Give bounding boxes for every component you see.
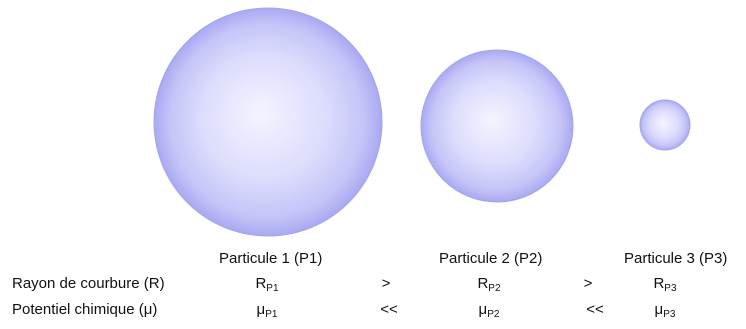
- particle-3-label: Particule 3 (P3): [624, 250, 728, 267]
- radius-p3: RP3: [653, 275, 677, 294]
- potential-relation-2: <<: [586, 301, 604, 318]
- particle-2-label: Particule 2 (P2): [439, 250, 543, 267]
- particle-2-sphere: [420, 49, 574, 203]
- potential-relation-1: <<: [380, 301, 398, 318]
- particle-1-label: Particule 1 (P1): [219, 250, 323, 267]
- particle-1-sphere: [153, 7, 383, 237]
- radius-relation-2: >: [583, 275, 593, 292]
- potential-p3: μP3: [654, 301, 676, 320]
- radius-row-label: Rayon de courbure (R): [12, 275, 165, 292]
- particles-illustration: [153, 7, 691, 237]
- particle-3-sphere: [639, 99, 691, 151]
- radius-p1: RP1: [255, 275, 279, 294]
- radius-relation-1: >: [381, 275, 391, 292]
- potential-p1: μP1: [256, 301, 278, 320]
- potential-p2: μP2: [478, 301, 500, 320]
- radius-p2: RP2: [477, 275, 501, 294]
- potential-row-label: Potentiel chimique (μ): [12, 301, 158, 318]
